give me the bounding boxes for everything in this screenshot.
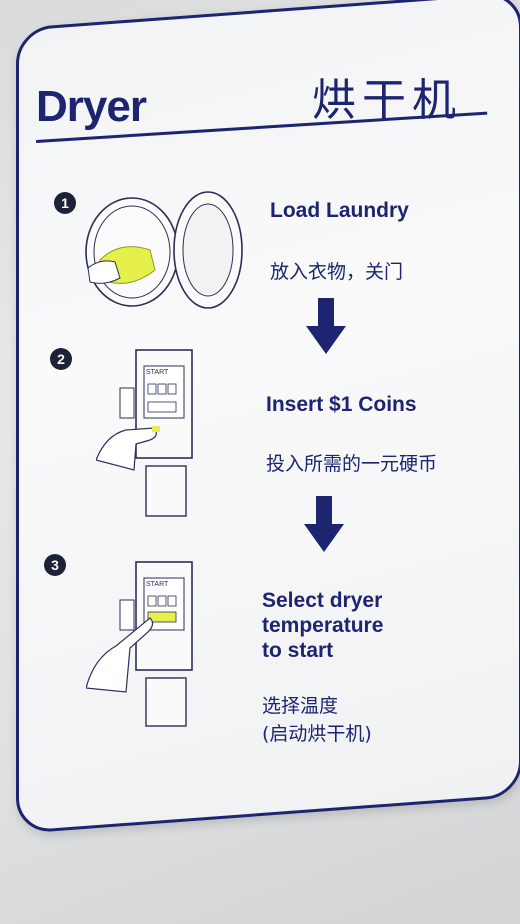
step-2-chinese: 投入所需的一元硬币 [266,453,438,475]
step-3-english-line-1: Select dryer [262,589,383,612]
step-3-chinese: 选择温度 (启动烘干机) [262,692,372,748]
title-english: Dryer [36,82,147,131]
dryer-drum-illustration [85,191,243,309]
step-1-badge: 1 [54,192,76,214]
step-3-badge: 3 [44,554,66,576]
step-3-english: Select dryer temperature to start [262,588,383,663]
down-arrow-icon [306,298,346,354]
temperature-panel-illustration: START [86,561,193,727]
step-2-badge: 2 [50,348,72,370]
step-1-english: Load Laundry [270,199,409,222]
panel-start-label: START [146,369,169,376]
step-3-english-line-2: temperature [262,614,384,637]
panel-start-label: START [146,581,169,588]
coin-panel-illustration: START [96,349,193,517]
step-1-chinese: 放入衣物，关门 [270,261,404,283]
down-arrow-icon [304,496,344,552]
step-3-english-line-3: to start [262,639,334,662]
step-3-chinese-line-2: (启动烘干机) [262,723,372,745]
step-2-english: Insert $1 Coins [266,393,417,416]
step-3-chinese-line-1: 选择温度 [262,695,339,717]
